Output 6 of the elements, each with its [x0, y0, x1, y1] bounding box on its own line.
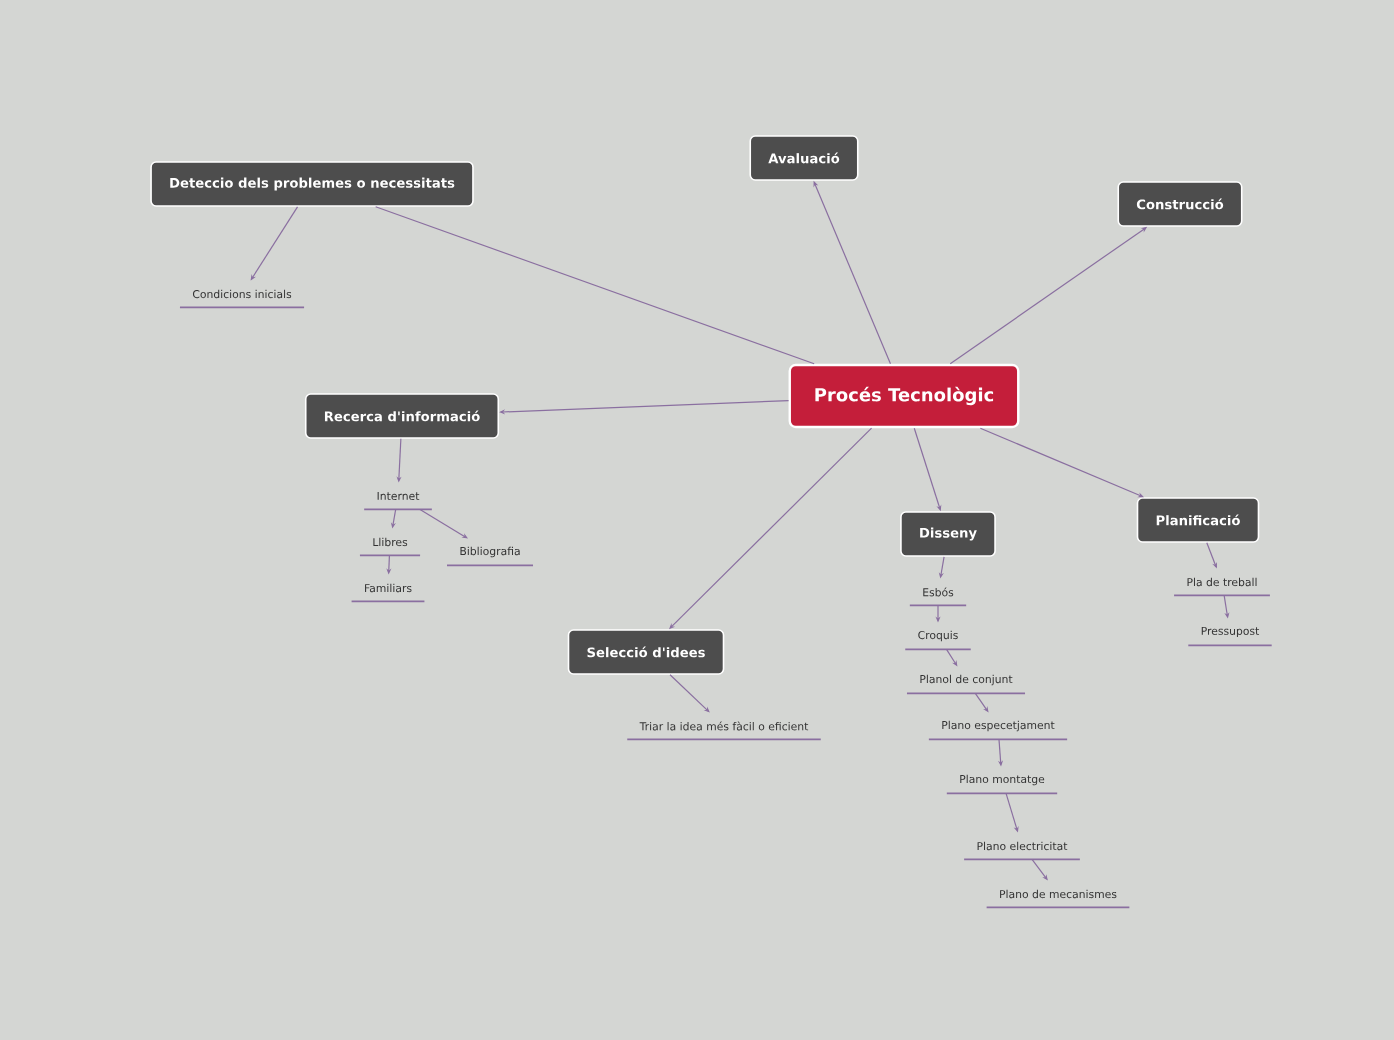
connector-arrow [419, 508, 468, 539]
central-topic-box: Procés Tecnològic [788, 363, 1020, 429]
connector-arrow [669, 674, 710, 713]
connector-arrow [499, 399, 790, 415]
connector-arrow [1031, 858, 1048, 881]
connector-arrow [979, 427, 1144, 498]
